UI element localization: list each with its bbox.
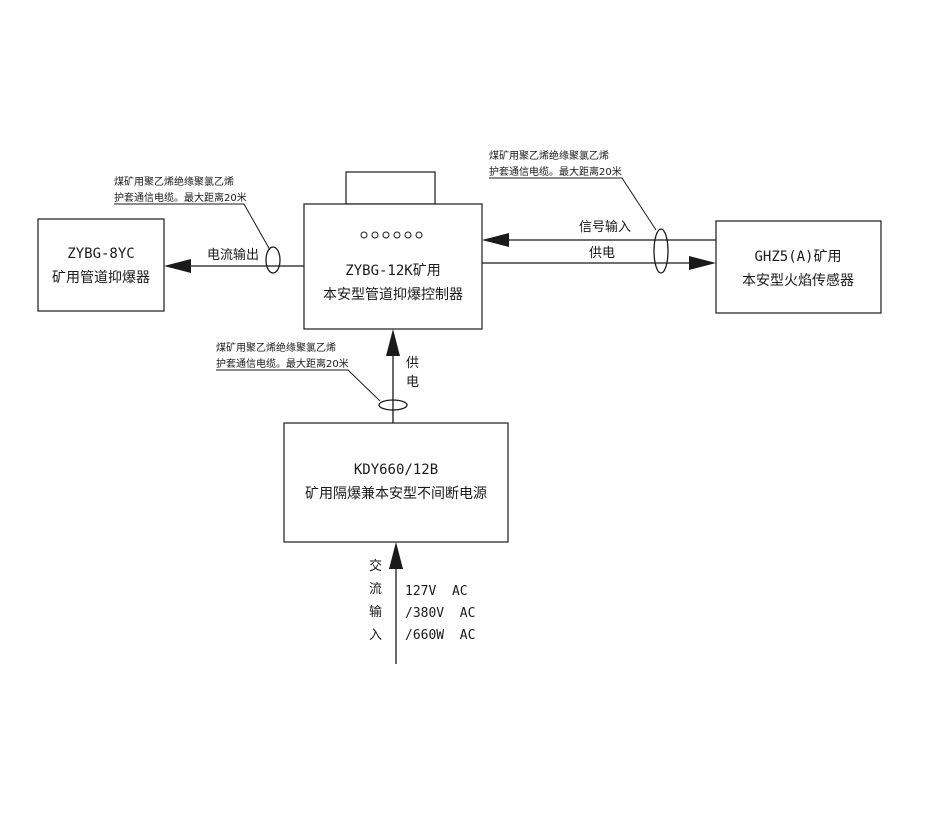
cable-ring-bottom bbox=[378, 399, 408, 411]
ac-input-label-4: 入 bbox=[369, 628, 382, 643]
cable-note-bottom: 煤矿用聚乙烯绝缘聚氯乙烯 护套通信电缆。最大距离20米 bbox=[216, 341, 381, 402]
signal-input-arrow: 信号输入 bbox=[482, 219, 716, 247]
power-supply-box: KDY660/12B 矿用隔爆兼本安型不间断电源 bbox=[283, 422, 509, 543]
controller-top-tab bbox=[345, 171, 436, 205]
controller-name: 本安型管道抑爆控制器 bbox=[323, 287, 463, 303]
power-supply-name: 矿用隔爆兼本安型不间断电源 bbox=[305, 486, 487, 502]
suppressor-model: ZYBG-8YC bbox=[67, 246, 134, 262]
suppressor-name: 矿用管道抑爆器 bbox=[52, 270, 150, 286]
svg-text:煤矿用聚乙烯绝缘聚氯乙烯: 煤矿用聚乙烯绝缘聚氯乙烯 bbox=[114, 175, 234, 188]
svg-text:煤矿用聚乙烯绝缘聚氯乙烯: 煤矿用聚乙烯绝缘聚氯乙烯 bbox=[216, 341, 336, 354]
svg-text:护套通信电缆。最大距离20米: 护套通信电缆。最大距离20米 bbox=[489, 165, 622, 178]
voltage-660: /660W AC bbox=[405, 628, 475, 643]
sensor-name: 本安型火焰传感器 bbox=[742, 272, 854, 289]
cable-ring-right bbox=[653, 228, 669, 274]
svg-text:护套通信电缆。最大距离20米: 护套通信电缆。最大距离20米 bbox=[114, 191, 247, 204]
svg-text:护套通信电缆。最大距离20米: 护套通信电缆。最大距离20米 bbox=[216, 357, 349, 370]
voltage-127: 127V AC bbox=[405, 584, 468, 599]
led-3 bbox=[382, 231, 390, 239]
controller-model: ZYBG-12K矿用 bbox=[345, 263, 440, 279]
current-output-arrow: 电流输出 bbox=[164, 246, 304, 274]
cable-note-left: 煤矿用聚乙烯绝缘聚氯乙烯 护套通信电缆。最大距离20米 bbox=[114, 175, 271, 251]
ac-input-label-3: 输 bbox=[369, 604, 382, 620]
led-2 bbox=[371, 231, 379, 239]
power-to-sensor-label: 供电 bbox=[589, 246, 615, 261]
power-up-label-2: 电 bbox=[406, 375, 419, 390]
power-up-arrow: 供 电 bbox=[378, 329, 419, 423]
cable-ring-left bbox=[265, 246, 281, 274]
svg-text:煤矿用聚乙烯绝缘聚氯乙烯: 煤矿用聚乙烯绝缘聚氯乙烯 bbox=[489, 149, 609, 162]
suppressor-box: ZYBG-8YC 矿用管道抑爆器 bbox=[37, 218, 165, 312]
led-1 bbox=[360, 231, 368, 239]
power-to-sensor-arrow: 供电 bbox=[482, 228, 716, 274]
controller-box: ZYBG-12K矿用 本安型管道抑爆控制器 bbox=[303, 171, 483, 330]
power-supply-model: KDY660/12B bbox=[354, 462, 438, 478]
sensor-model: GHZ5(A)矿用 bbox=[754, 249, 841, 265]
signal-input-label: 信号输入 bbox=[579, 219, 631, 235]
ac-input-arrow: 交 流 输 入 127V AC /380V AC /660W AC bbox=[369, 542, 475, 664]
ac-input-label-2: 流 bbox=[369, 582, 382, 597]
led-5 bbox=[404, 231, 412, 239]
cable-note-right: 煤矿用聚乙烯绝缘聚氯乙烯 护套通信电缆。最大距离20米 bbox=[489, 149, 657, 231]
voltage-380: /380V AC bbox=[405, 606, 475, 621]
sensor-box: GHZ5(A)矿用 本安型火焰传感器 bbox=[715, 220, 882, 314]
power-up-label-1: 供 bbox=[406, 356, 419, 371]
current-output-label: 电流输出 bbox=[207, 247, 259, 263]
led-6 bbox=[415, 231, 423, 239]
indicator-leds bbox=[360, 231, 423, 239]
ac-input-label-1: 交 bbox=[369, 558, 382, 574]
led-4 bbox=[393, 231, 401, 239]
